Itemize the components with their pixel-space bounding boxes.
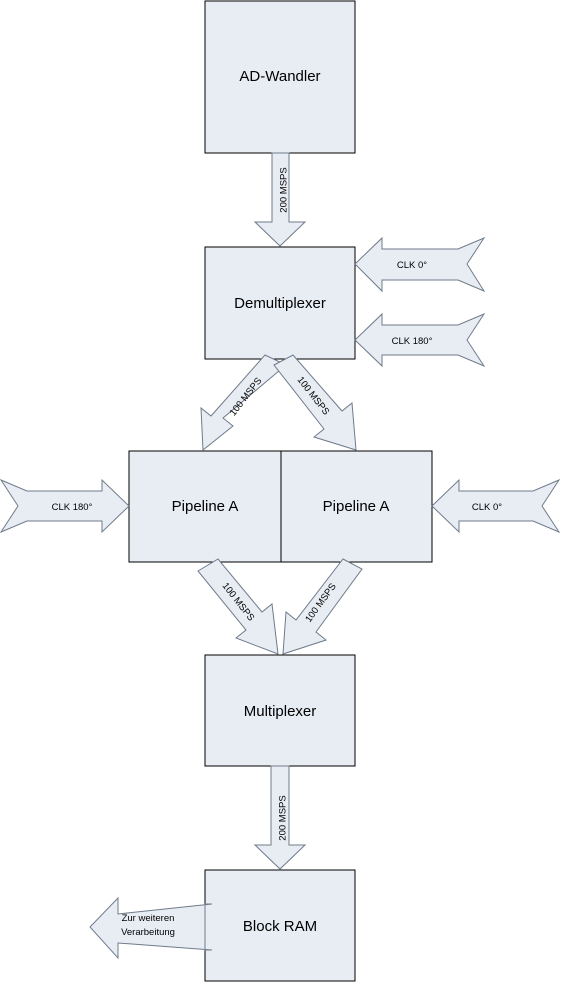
clock-demux-top-label: CLK 0° [397,260,427,271]
demultiplexer-label: Demultiplexer [234,295,326,312]
clock-arrow-demux-bottom: CLK 180° [354,312,486,368]
multiplexer-label: Multiplexer [244,703,317,720]
arrow-mux-to-ram-label: 200 MSPS [278,795,289,840]
pipeline-left-label: Pipeline A [172,498,239,515]
ad-wandler-block: AD-Wandler [204,0,356,154]
clock-arrow-pipeline-left: CLK 180° [0,478,130,534]
clock-demux-bottom-label: CLK 180° [392,336,433,347]
arrow-demux-to-pipeline-right: 100 MSPS [273,354,357,451]
demultiplexer-block: Demultiplexer [204,246,356,360]
output-label-line2: Verarbeitung [121,927,175,938]
arrow-pipeline-left-to-mux: 100 MSPS [197,558,279,655]
ad-wandler-label: AD-Wandler [239,68,320,85]
pipeline-right-block: Pipeline A [280,450,433,563]
clock-arrow-demux-top: CLK 0° [354,236,486,293]
arrow-ad-to-demux-label: 200 MSPS [279,167,290,212]
arrow-pipeline-right-to-mux: 100 MSPS [282,558,363,655]
pipeline-left-block: Pipeline A [128,450,282,563]
arrow-demux-to-pipeline-left: 100 MSPS [200,354,287,452]
clock-arrow-pipeline-right: CLK 0° [431,478,561,534]
block-ram-label: Block RAM [243,918,317,935]
block-ram-block: Block RAM [204,869,356,982]
arrow-mux-to-ram: 200 MSPS [253,765,307,870]
clock-pipeline-right-label: CLK 0° [472,502,502,513]
output-arrow: Zur weiteren Verarbeitung [89,896,213,960]
arrow-ad-to-demux: 200 MSPS [253,152,307,247]
clock-pipeline-left-label: CLK 180° [52,502,93,513]
pipeline-right-label: Pipeline A [323,498,390,515]
output-label-line1: Zur weiteren [122,913,175,924]
multiplexer-block: Multiplexer [204,654,356,767]
